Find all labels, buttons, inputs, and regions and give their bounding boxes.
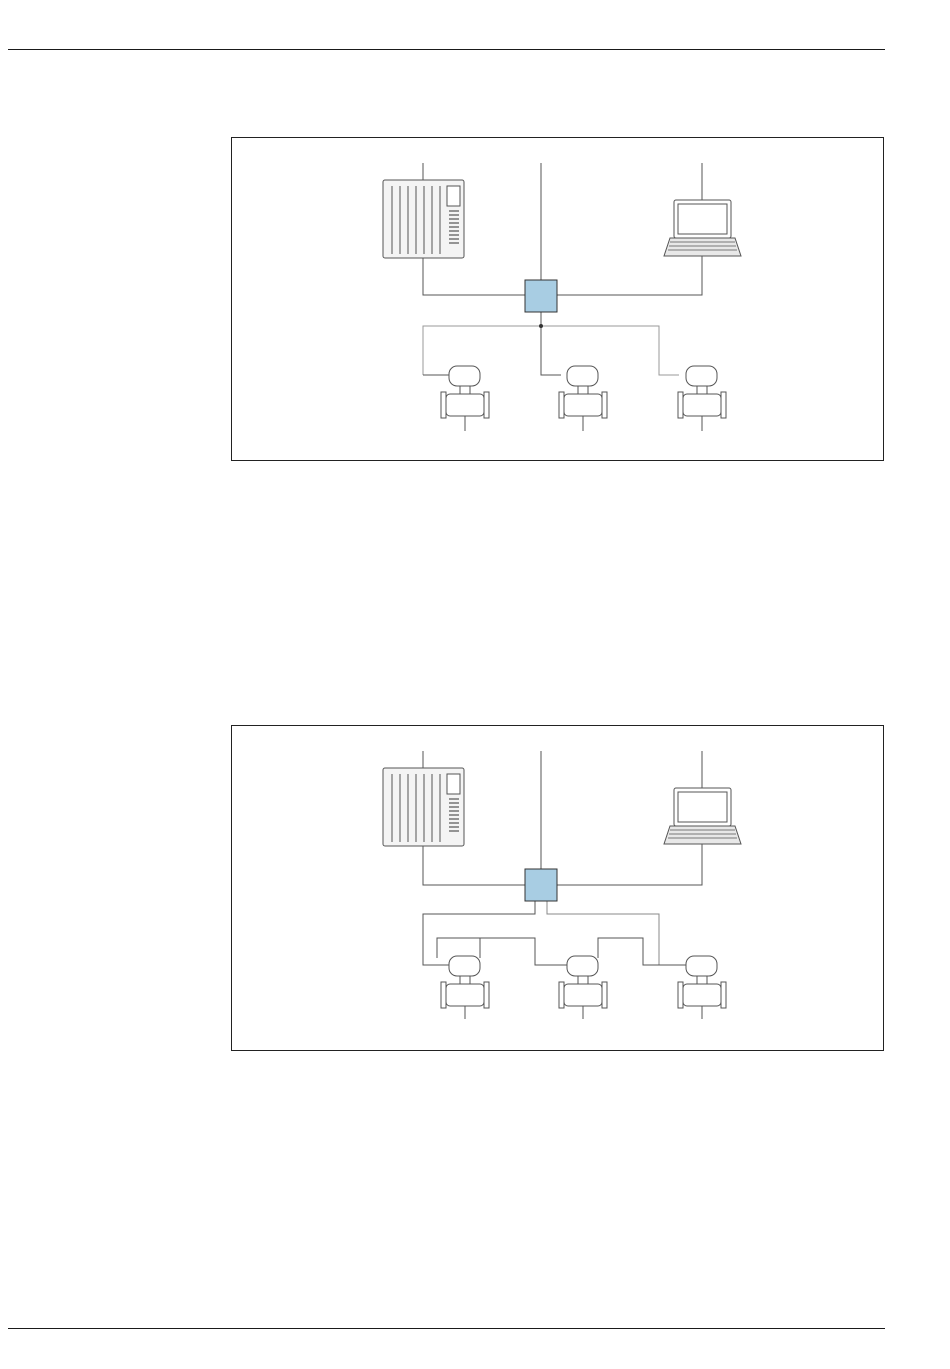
ring-cable-left bbox=[423, 901, 535, 965]
switch-icon bbox=[525, 869, 557, 901]
switch-icon bbox=[525, 280, 557, 312]
star-topology-diagram bbox=[232, 138, 885, 462]
cable-computer-switch bbox=[557, 844, 702, 885]
automation-system-icon bbox=[383, 768, 464, 846]
device-icon bbox=[559, 366, 607, 418]
cable-automation-switch bbox=[423, 846, 525, 885]
computer-icon bbox=[664, 200, 741, 256]
figure-star-topology bbox=[231, 137, 884, 461]
ring-cable-right bbox=[547, 901, 686, 965]
device-icon bbox=[678, 956, 726, 1008]
cable-to-device-2 bbox=[541, 326, 561, 375]
ring-topology-diagram bbox=[232, 726, 885, 1052]
device-icon bbox=[441, 956, 489, 1008]
cable-automation-switch bbox=[423, 258, 525, 295]
device-icon bbox=[441, 366, 489, 418]
figure-ring-topology bbox=[231, 725, 884, 1051]
ring-segment-1-2 bbox=[480, 938, 567, 965]
device-icon bbox=[559, 956, 607, 1008]
cable-computer-switch bbox=[557, 256, 702, 295]
header-rule bbox=[8, 49, 885, 50]
ring-segment-2-3 bbox=[598, 938, 686, 965]
footer-rule bbox=[8, 1328, 885, 1329]
ring-inner-1 bbox=[437, 938, 480, 958]
computer-icon bbox=[664, 788, 741, 844]
automation-system-icon bbox=[383, 180, 464, 258]
junction-dot bbox=[539, 324, 543, 328]
device-icon bbox=[678, 366, 726, 418]
